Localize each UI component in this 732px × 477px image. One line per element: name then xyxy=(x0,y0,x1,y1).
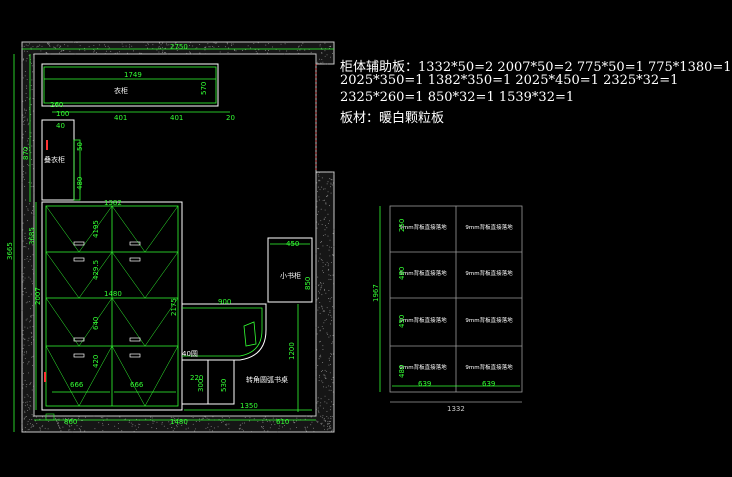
dimension-label: 429.5 xyxy=(92,260,100,280)
notes-line-3: 2325*260=1 850*32=1 1539*32=1 xyxy=(340,90,575,105)
bench-label: 叠衣柜 xyxy=(44,155,65,164)
drawer-handle xyxy=(73,257,85,262)
dimensions: 2750 3665 870 3685 2007 401 401 20 860 1… xyxy=(6,43,334,432)
dimension-label: 260 xyxy=(50,101,63,109)
dimension-label: 450 xyxy=(286,240,299,248)
door-swing-line xyxy=(78,205,113,253)
elevation: 9mm背板直接落地 9mm背板直接落地 9mm背板直接落地 9mm背板直接落地 9mm背… xyxy=(372,205,523,413)
wardrobe-width-dim: 1749 xyxy=(124,71,142,79)
tall-cabinet: 1382 4195 429.5 1480 640 420 2175 666 66… xyxy=(41,199,183,411)
dimension-label: 3685 xyxy=(28,227,36,245)
dimension-label: 480 xyxy=(398,267,406,280)
dimension-label: 1200 xyxy=(288,342,296,360)
dimension-label: 3665 xyxy=(6,242,14,260)
dimension-label: 20 xyxy=(226,114,235,122)
dimension-label: 2750 xyxy=(170,43,188,51)
dimension-label: 639 xyxy=(418,380,431,388)
arc-label: 40圆 xyxy=(182,350,198,358)
wall-speckle xyxy=(21,41,335,433)
elev-cell-label: 9mm背板直接落地 xyxy=(465,269,513,277)
dimension-label: 100 xyxy=(56,110,69,118)
door-swing-line xyxy=(78,297,113,347)
dimension-label: 250 xyxy=(398,219,406,232)
dimension-label: 50 xyxy=(76,142,84,151)
dimension-label: 1480 xyxy=(170,418,188,426)
drawer-handle xyxy=(73,337,85,342)
elev-cell-label: 9mm背板直接落地 xyxy=(465,223,513,231)
dimension-label: 610 xyxy=(276,418,289,426)
desk-label: 转角圆弧书桌 xyxy=(246,375,288,384)
dimension-label: 666 xyxy=(70,381,84,389)
dimension-label: 480 xyxy=(398,365,406,378)
door-swing-line xyxy=(78,345,113,407)
dimension-label: 666 xyxy=(130,381,144,389)
corner-desk: 900 40圆 220 300 530 转角圆弧书桌 1350 xyxy=(181,298,312,411)
dimension-label: 401 xyxy=(170,114,183,122)
dimension-label: 480 xyxy=(76,177,84,190)
marker xyxy=(44,372,46,382)
dimension-label: 1382 xyxy=(104,199,122,207)
cad-drawing: 衣柜 1749 570 叠衣柜 260 100 40 50 480 1382 4… xyxy=(6,41,523,433)
door-swing-line xyxy=(111,205,146,253)
drawer-handle xyxy=(73,353,85,358)
drawer-handle xyxy=(129,241,141,246)
folding-cabinet: 叠衣柜 260 100 40 50 480 xyxy=(41,101,84,201)
notes-line-2: 2025*350=1 1382*350=1 2025*450=1 2325*32… xyxy=(340,73,679,88)
elev-cell-label: 9mm背板直接落地 xyxy=(465,363,513,371)
dimension-label: 40 xyxy=(56,122,65,130)
dimension-label: 530 xyxy=(220,379,228,392)
drawer-handle xyxy=(73,241,85,246)
elev-cell-label: 9mm背板直接落地 xyxy=(399,363,447,371)
dimension-label: 860 xyxy=(64,418,77,426)
door-swing-line xyxy=(45,345,80,407)
dimension-label: 300 xyxy=(197,379,205,392)
door-swing-line xyxy=(144,345,179,407)
door-swing-line xyxy=(45,297,80,347)
drawer-handle xyxy=(129,353,141,358)
dimension-label: 401 xyxy=(114,114,127,122)
elev-width: 1332 xyxy=(447,405,465,413)
elev-height: 1967 xyxy=(372,284,380,302)
notes-line-1: 柜体辅助板：1332*50=2 2007*50=2 775*50=1 775*1… xyxy=(340,60,732,75)
drawer-handle xyxy=(129,337,141,342)
wardrobe-label: 衣柜 xyxy=(114,86,128,95)
dimension-label: 850 xyxy=(304,277,312,290)
walls xyxy=(21,41,335,433)
door-swing-line xyxy=(78,251,113,299)
dimension-label: 1350 xyxy=(240,402,258,410)
elev-cell-label: 9mm背板直接落地 xyxy=(399,223,447,231)
elev-cell-label: 9mm背板直接落地 xyxy=(465,316,513,324)
door-swing-line xyxy=(111,251,146,299)
door-swing-line xyxy=(111,345,146,407)
bookcase-label: 小书柜 xyxy=(280,271,301,280)
small-bookcase: 450 小书柜 850 1200 xyxy=(267,237,313,412)
elev-cell-label: 9mm背板直接落地 xyxy=(399,269,447,277)
door-swing-line xyxy=(45,205,80,253)
dimension-label: 220 xyxy=(190,374,203,382)
marker xyxy=(46,140,48,150)
dimension-label: 4195 xyxy=(92,220,100,238)
dimension-label: 640 xyxy=(92,317,100,330)
notes-line-4: 板材：暖白颗粒板 xyxy=(340,111,445,126)
dimension-label: 2007 xyxy=(34,287,42,305)
wardrobe: 衣柜 1749 570 xyxy=(41,63,219,107)
dimension-label: 900 xyxy=(218,298,231,306)
dimension-label: 420 xyxy=(92,355,100,368)
wardrobe-depth-dim: 570 xyxy=(200,82,208,95)
door-swing-line xyxy=(144,205,179,253)
drawer-handle xyxy=(129,257,141,262)
dimension-label: 450 xyxy=(398,315,406,328)
dimension-label: 1480 xyxy=(104,290,122,298)
door-swing-line xyxy=(45,251,80,299)
door-swing-line xyxy=(144,251,179,299)
door-swing-line xyxy=(144,297,179,347)
dimension-label: 639 xyxy=(482,380,495,388)
elev-cell-label: 9mm背板直接落地 xyxy=(399,316,447,324)
dimension-label: 2175 xyxy=(170,298,178,316)
dimension-label: 870 xyxy=(22,147,30,160)
